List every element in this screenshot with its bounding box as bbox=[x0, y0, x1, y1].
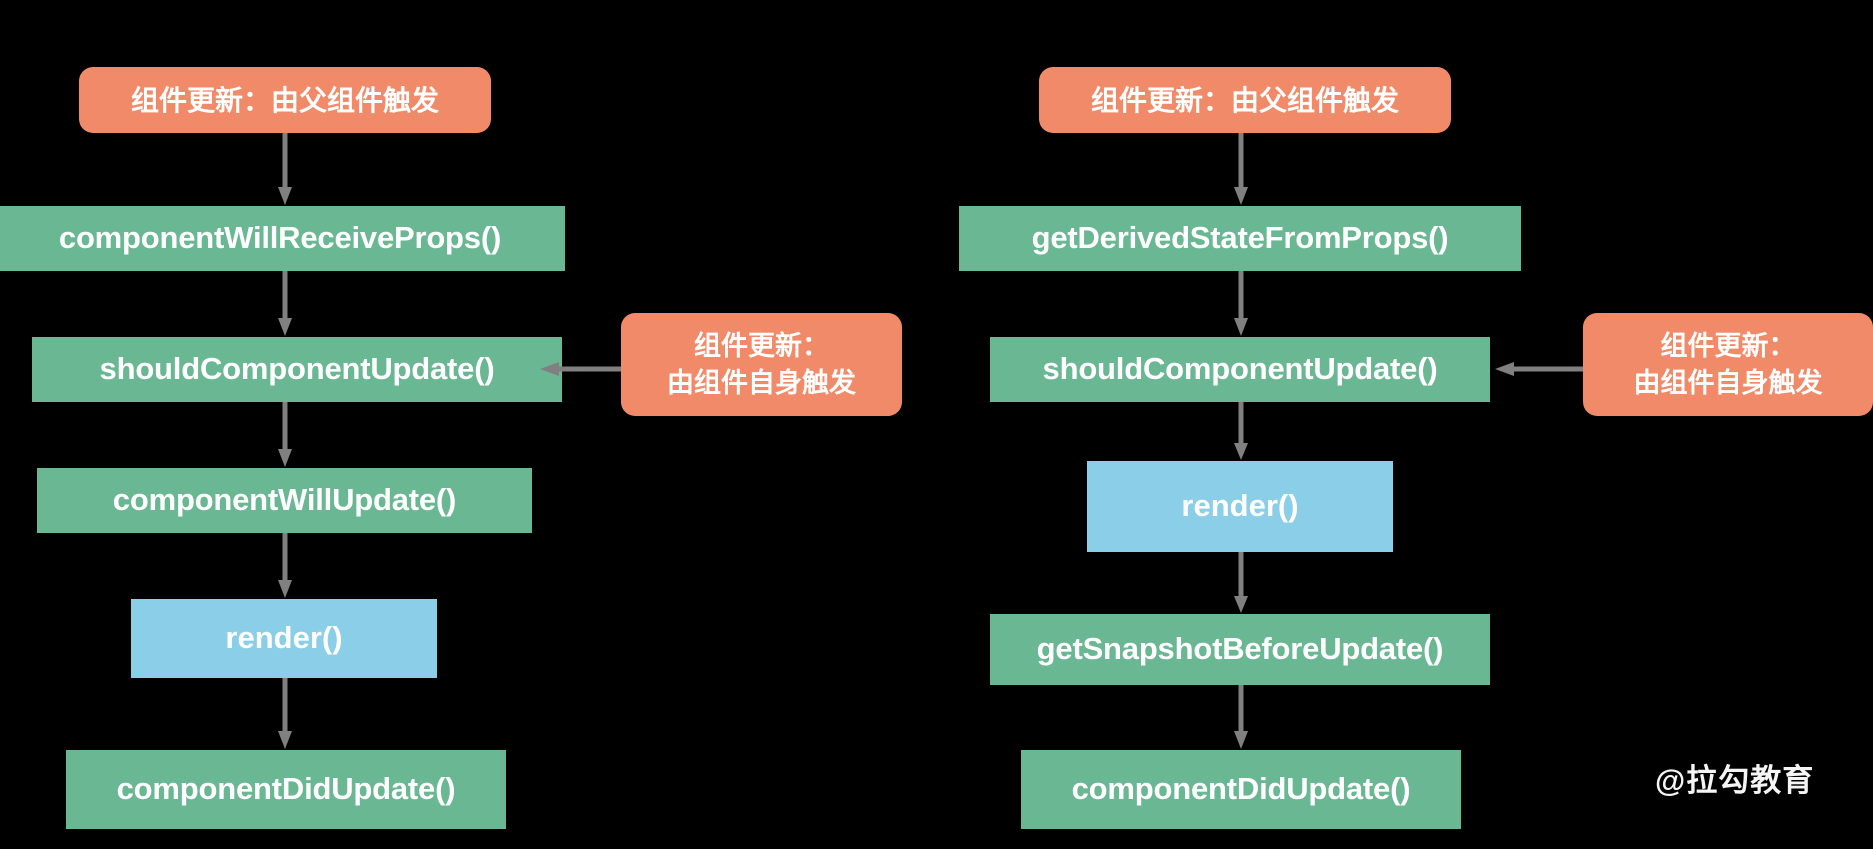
arrow-down-icon-modern-2 bbox=[1233, 271, 1249, 337]
arrow-down-icon-legacy-5 bbox=[277, 678, 293, 750]
node-render-modern: render() bbox=[1087, 461, 1393, 552]
node-component-did-update-modern: componentDidUpdate() bbox=[1021, 750, 1461, 829]
node-trigger-self-modern: 组件更新： 由组件自身触发 bbox=[1583, 313, 1873, 416]
node-get-snapshot-before-update: getSnapshotBeforeUpdate() bbox=[990, 614, 1490, 685]
node-get-derived-state-from-props: getDerivedStateFromProps() bbox=[959, 206, 1521, 271]
node-trigger-self-legacy: 组件更新： 由组件自身触发 bbox=[621, 313, 902, 416]
arrow-down-icon-legacy-1 bbox=[277, 133, 293, 206]
arrow-left-icon-legacy-side bbox=[540, 361, 621, 377]
arrow-down-icon-legacy-3 bbox=[277, 402, 293, 468]
node-render-legacy: render() bbox=[131, 599, 437, 678]
node-should-component-update-legacy: shouldComponentUpdate() bbox=[32, 337, 562, 402]
arrow-down-icon-modern-5 bbox=[1233, 685, 1249, 750]
node-component-will-receive-props: componentWillReceiveProps() bbox=[0, 206, 565, 271]
node-component-did-update-legacy: componentDidUpdate() bbox=[66, 750, 506, 829]
arrow-down-icon-modern-4 bbox=[1233, 552, 1249, 614]
arrow-down-icon-legacy-4 bbox=[277, 533, 293, 599]
arrow-left-icon-modern-side bbox=[1495, 361, 1583, 377]
node-trigger-parent-modern: 组件更新：由父组件触发 bbox=[1039, 67, 1451, 133]
arrow-down-icon-legacy-2 bbox=[277, 271, 293, 337]
watermark-label: @拉勾教育 bbox=[1655, 763, 1815, 798]
node-component-will-update: componentWillUpdate() bbox=[37, 468, 532, 533]
node-trigger-parent-legacy: 组件更新：由父组件触发 bbox=[79, 67, 491, 133]
arrow-down-icon-modern-3 bbox=[1233, 402, 1249, 461]
node-should-component-update-modern: shouldComponentUpdate() bbox=[990, 337, 1490, 402]
arrow-down-icon-modern-1 bbox=[1233, 133, 1249, 206]
